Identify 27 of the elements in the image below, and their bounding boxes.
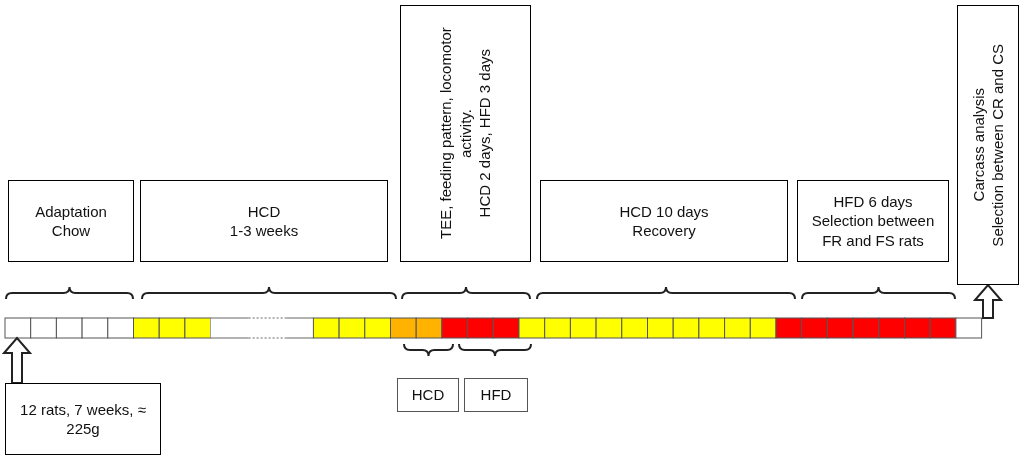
phase-box <box>400 5 531 262</box>
hollow-arrow <box>1 336 33 384</box>
phase-box <box>797 180 949 262</box>
diet-box <box>397 378 459 412</box>
box-text: Selection between CR and CS <box>988 43 1007 247</box>
box-text: Recovery <box>632 221 696 241</box>
phase-box <box>957 5 1019 285</box>
phase-box <box>140 180 388 262</box>
diet-box <box>464 378 528 412</box>
box-text: HFD 6 days <box>833 191 913 212</box>
box-text: HCD 10 days <box>619 201 709 221</box>
hollow-arrow <box>972 283 1004 319</box>
phase-box <box>540 180 788 262</box>
phase-box <box>8 180 134 262</box>
box-text: HCD 2 days, HFD 3 days <box>475 49 495 218</box>
box-text: 12 rats, 7 weeks, ≈ 225g <box>19 399 147 439</box>
box-text: 1-3 weeks <box>229 221 299 241</box>
box-text: HCD <box>247 201 281 221</box>
timeline-bar <box>4 317 983 339</box>
box-text: HCD <box>411 385 445 405</box>
box-text: Carcass analysis <box>968 88 988 202</box>
note-box <box>5 383 161 455</box>
box-text: TEE, feeding pattern, locomotor activity. <box>436 26 475 242</box>
box-text: HFD <box>480 385 512 405</box>
box-text: Chow <box>51 221 91 241</box>
box-text: Selection between FR and FS rats <box>810 211 936 251</box>
box-text: Adaptation <box>35 201 107 221</box>
